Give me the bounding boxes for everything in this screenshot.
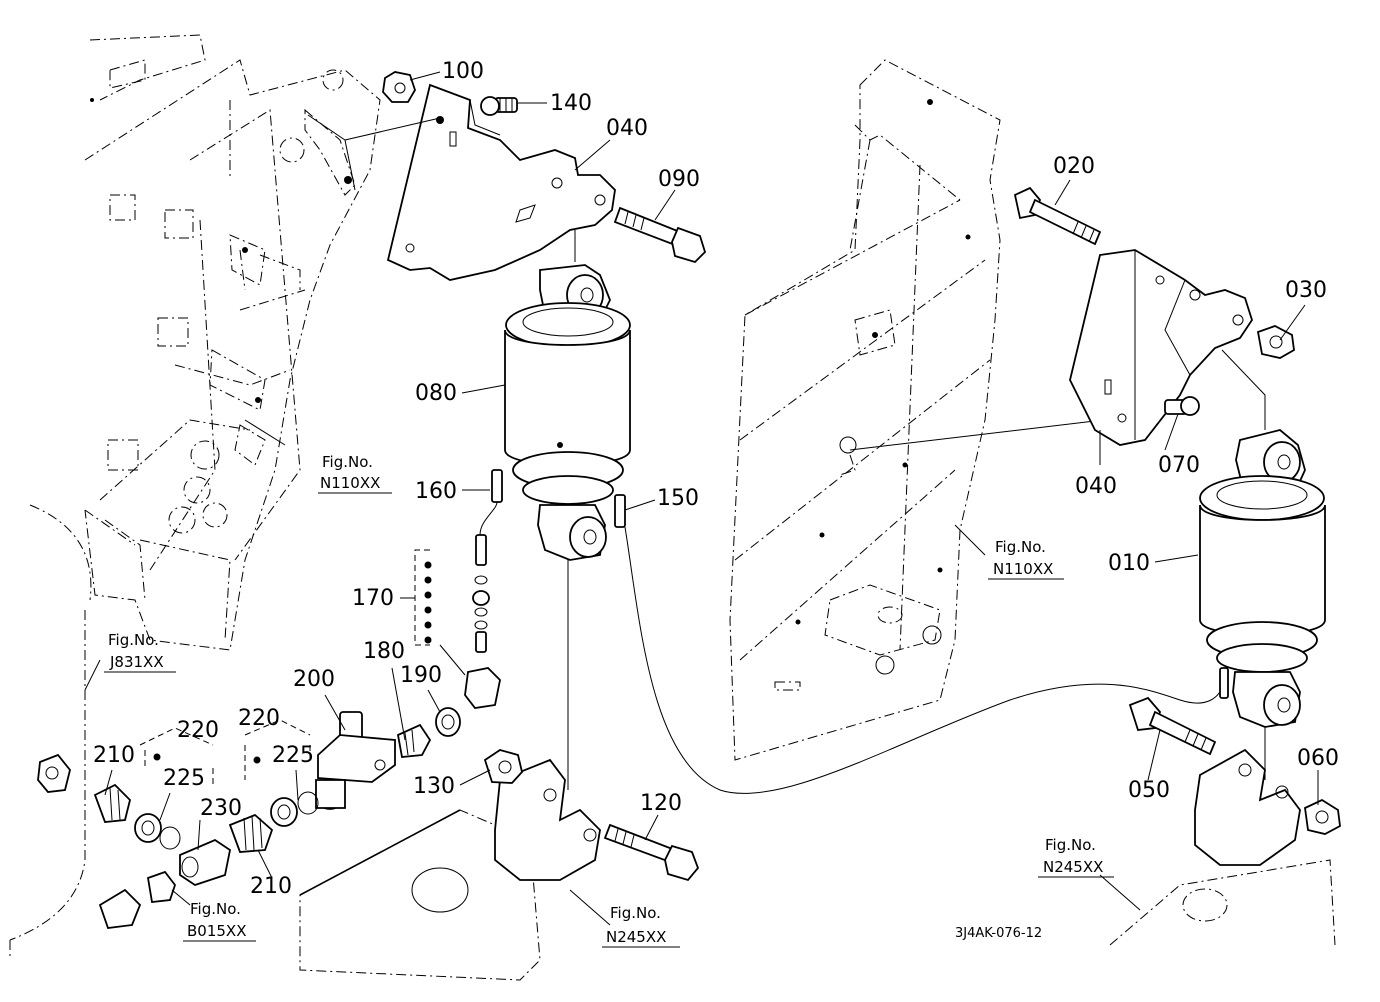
label-030: 030 xyxy=(1285,278,1327,303)
part-labels: 100 140 040 090 080 160 150 170 180 190 … xyxy=(93,59,1339,899)
svg-text:N110XX: N110XX xyxy=(320,474,380,492)
svg-text:Fig.No.: Fig.No. xyxy=(190,900,241,918)
label-140: 140 xyxy=(550,91,592,116)
label-190: 190 xyxy=(400,663,442,688)
label-170: 170 xyxy=(352,586,394,611)
label-220-a: 220 xyxy=(177,718,219,743)
link-line xyxy=(849,417,1121,451)
label-180: 180 xyxy=(363,639,405,664)
drawing-code: 3J4AK-076-12 xyxy=(955,926,1042,941)
link-line xyxy=(344,117,441,141)
label-150: 150 xyxy=(657,486,699,511)
svg-text:Fig.No.: Fig.No. xyxy=(995,538,1046,556)
bolt-090 xyxy=(613,206,707,264)
label-070: 070 xyxy=(1158,453,1200,478)
label-200: 200 xyxy=(293,667,335,692)
label-120: 120 xyxy=(640,791,682,816)
leader-lines xyxy=(84,71,1319,926)
label-040-left: 040 xyxy=(606,116,648,141)
label-050: 050 xyxy=(1128,778,1170,803)
bolt-120 xyxy=(603,823,700,882)
figref-n110xx-left[interactable]: Fig.No. N110XX xyxy=(318,453,392,494)
label-220-b: 220 xyxy=(238,706,280,731)
svg-text:J831XX: J831XX xyxy=(109,653,164,671)
svg-text:N245XX: N245XX xyxy=(1043,858,1103,876)
bolt-140 xyxy=(480,96,518,116)
fitting-lower xyxy=(98,870,177,929)
label-130: 130 xyxy=(413,774,455,799)
label-210-b: 210 xyxy=(250,874,292,899)
air-spring-010 xyxy=(1199,429,1326,728)
air-hose xyxy=(624,526,1226,794)
svg-text:Fig.No.: Fig.No. xyxy=(108,631,159,649)
left-frame-outline xyxy=(9,34,381,960)
svg-text:N245XX: N245XX xyxy=(606,928,666,946)
label-020: 020 xyxy=(1053,154,1095,179)
washer-225a xyxy=(134,813,181,850)
figure-references: Fig.No. N110XX Fig.No. J831XX Fig.No. B0… xyxy=(104,453,1114,948)
label-080: 080 xyxy=(415,381,457,406)
washer-225b xyxy=(270,791,319,827)
fitting-160 xyxy=(475,469,503,566)
fitting-210a xyxy=(93,783,131,823)
label-225-b: 225 xyxy=(272,743,314,768)
fitting-210b xyxy=(228,813,274,853)
label-230: 230 xyxy=(200,796,242,821)
lower-mount-left xyxy=(299,758,601,981)
label-040-right: 040 xyxy=(1075,474,1117,499)
bolt-070 xyxy=(1164,396,1200,416)
kit-170 xyxy=(414,549,501,709)
label-160: 160 xyxy=(415,479,457,504)
figref-n110xx-right[interactable]: Fig.No. N110XX xyxy=(988,538,1064,580)
valve-200 xyxy=(315,711,396,810)
svg-text:B015XX: B015XX xyxy=(187,922,246,940)
bolt-020 xyxy=(1013,186,1102,246)
label-010: 010 xyxy=(1108,551,1150,576)
label-210-a: 210 xyxy=(93,743,135,768)
elbow-230 xyxy=(179,838,232,886)
label-100: 100 xyxy=(442,59,484,84)
bolt-050 xyxy=(1128,696,1217,756)
fitting-190 xyxy=(435,707,461,737)
svg-text:Fig.No.: Fig.No. xyxy=(1045,836,1096,854)
svg-text:N110XX: N110XX xyxy=(993,560,1053,578)
group-220b xyxy=(244,719,311,736)
center-frame-outline xyxy=(729,59,1001,761)
axis-line xyxy=(1221,349,1266,430)
nut-100 xyxy=(382,71,416,103)
label-060: 060 xyxy=(1297,746,1339,771)
label-225-a: 225 xyxy=(163,766,205,791)
nut-left xyxy=(37,753,71,793)
lower-mount-right xyxy=(1109,748,1336,946)
figref-n245xx-right[interactable]: Fig.No. N245XX xyxy=(1038,836,1114,878)
fitting-180 xyxy=(396,723,432,758)
group-220a xyxy=(139,727,214,746)
nut-030 xyxy=(1256,325,1295,359)
svg-text:Fig.No.: Fig.No. xyxy=(610,904,661,922)
label-090: 090 xyxy=(658,167,700,192)
figref-b015xx[interactable]: Fig.No. B015XX xyxy=(183,900,256,942)
air-spring-080 xyxy=(504,264,631,561)
figref-n245xx-left[interactable]: Fig.No. N245XX xyxy=(602,904,680,948)
svg-text:Fig.No.: Fig.No. xyxy=(322,453,373,471)
figref-j831xx[interactable]: Fig.No. J831XX xyxy=(104,631,176,673)
nut-060 xyxy=(1304,798,1341,835)
fitting-150 xyxy=(614,494,626,528)
bracket-040-left xyxy=(386,83,616,281)
bracket-040-right xyxy=(1069,249,1253,446)
nut-130 xyxy=(483,749,523,784)
